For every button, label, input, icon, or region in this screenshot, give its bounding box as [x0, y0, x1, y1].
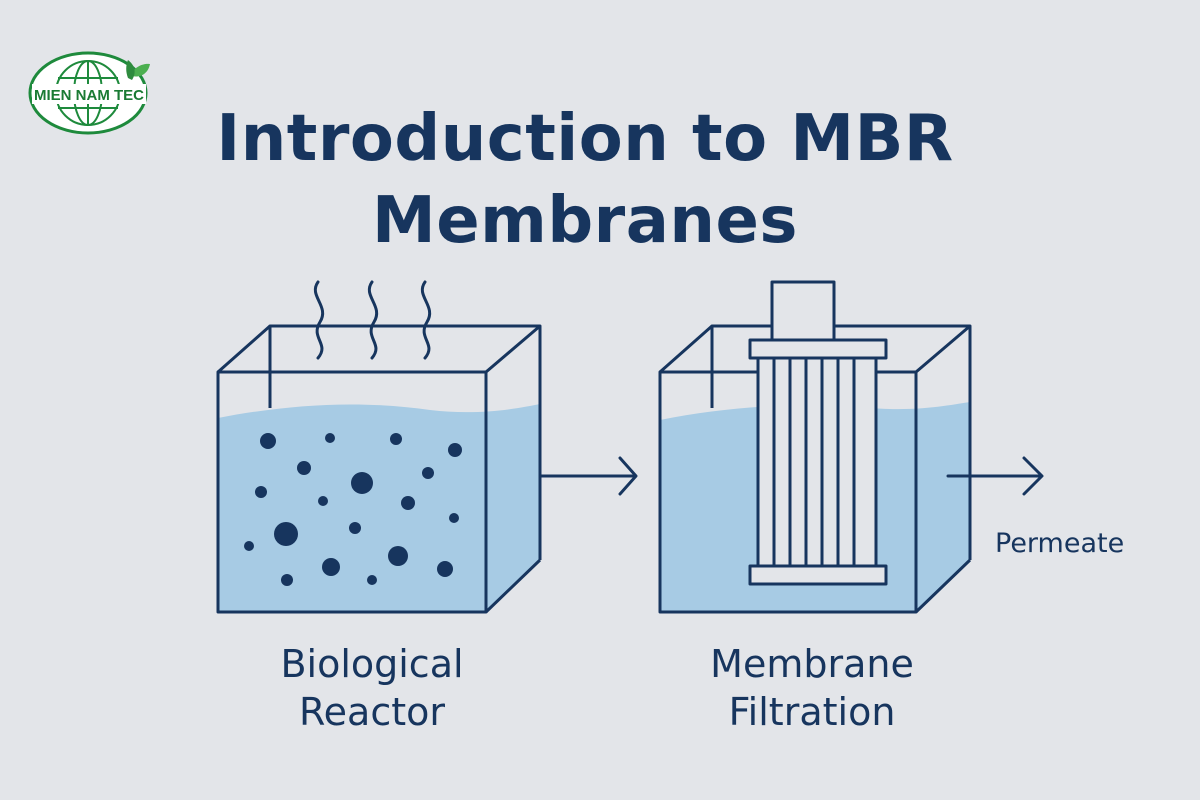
reactor-tank: [216, 280, 542, 614]
reactor-water: [218, 404, 540, 612]
filtration-tank: [658, 280, 972, 614]
filtration-label-line-2: Filtration: [728, 690, 896, 734]
filtration-label-line-1: Membrane: [710, 642, 914, 686]
page-title: Introduction to MBR Membranes: [0, 98, 1170, 262]
membrane-module-icon: [748, 280, 888, 586]
aeration-wave-icon: [314, 280, 431, 360]
filtration-label: Membrane Filtration: [662, 640, 962, 736]
flow-arrow-icon: [538, 456, 638, 496]
title-line-1: Introduction to MBR: [216, 102, 954, 176]
reactor-bubbles: [244, 433, 462, 586]
permeate-arrow-icon: [946, 456, 1044, 496]
reactor-label: Biological Reactor: [222, 640, 522, 736]
permeate-label: Permeate: [995, 528, 1125, 559]
reactor-label-line-2: Reactor: [298, 690, 446, 734]
leaf-icon: [126, 60, 150, 80]
reactor-label-line-1: Biological: [280, 642, 464, 686]
title-line-2: Membranes: [372, 184, 798, 258]
logo-text: MIEN NAM TEC: [34, 87, 144, 104]
company-logo: MIEN NAM TEC: [28, 51, 150, 135]
